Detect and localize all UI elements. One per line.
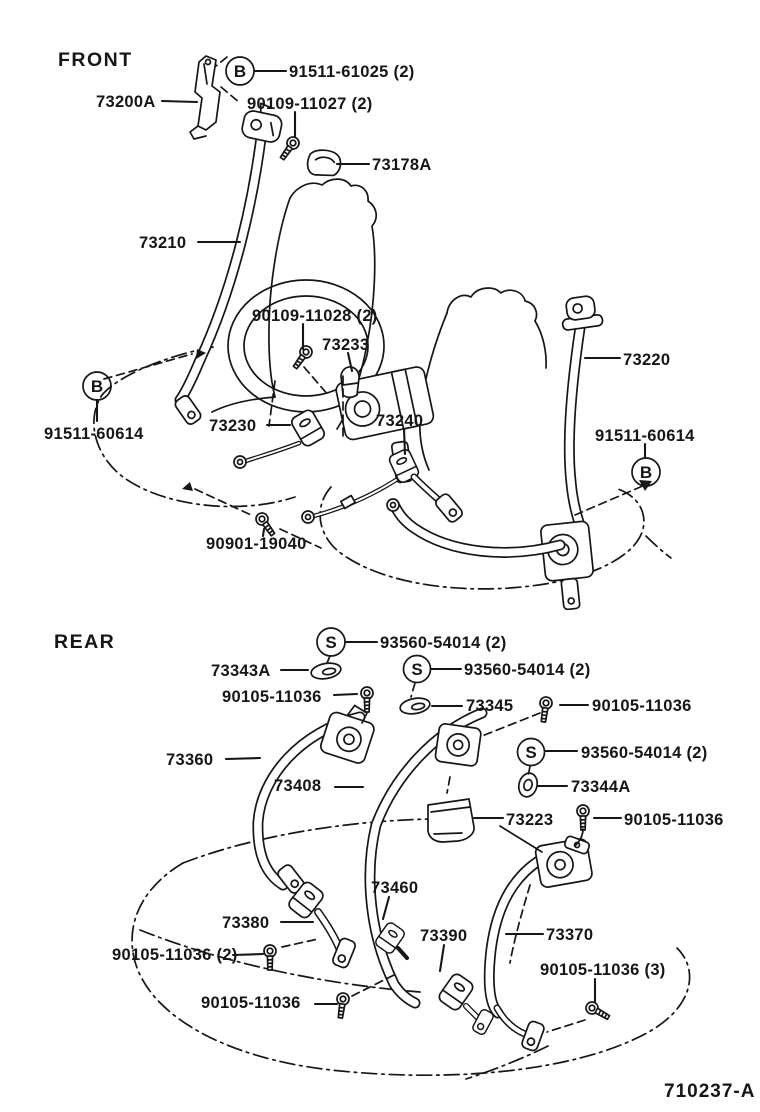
part-73178A-drawing — [306, 149, 342, 177]
part-73220-belt-drawing — [386, 295, 604, 611]
part-label-73380: 73380 — [222, 914, 269, 932]
part-73200A-drawing — [189, 55, 221, 140]
marker-circle-s1 — [316, 627, 346, 657]
leader-73233 — [346, 351, 354, 373]
part-label-90105-rear-right: 90105-11036 — [592, 697, 692, 715]
part-label-73344A: 73344A — [571, 778, 631, 796]
part-label-90105-x2: 90105-11036 (2) — [112, 946, 238, 964]
section-title-rear: REAR — [54, 631, 115, 653]
section-title-front: FRONT — [58, 49, 133, 71]
part-73460-drawing — [373, 920, 409, 960]
part-73380-drawing — [285, 879, 358, 970]
diagram-art — [82, 55, 691, 1080]
bolt-90105-11036-rear-right — [536, 695, 554, 724]
marker-circle-b2 — [82, 371, 112, 401]
part-73233-drawing — [340, 366, 360, 399]
part-label-91511-60614-right: 91511-60614 — [595, 427, 695, 445]
part-73210-belt-drawing — [174, 124, 385, 413]
part-label-73390: 73390 — [420, 927, 467, 945]
part-label-73370: 73370 — [546, 926, 593, 944]
part-label-73233: 73233 — [322, 336, 369, 354]
leader-73460 — [381, 895, 391, 921]
bolt-90105-11036-x3 — [582, 998, 613, 1024]
part-73344A-drawing — [517, 772, 539, 798]
marker-letter-s3: S — [525, 743, 536, 762]
part-label-73345: 73345 — [466, 697, 513, 715]
part-label-73343A: 73343A — [211, 662, 271, 680]
leader-73390 — [438, 943, 446, 973]
part-label-73210: 73210 — [139, 234, 186, 252]
part-73360-belt-drawing — [252, 704, 375, 896]
marker-circle-b3 — [631, 457, 661, 487]
part-73408-belt-drawing — [364, 707, 488, 1009]
leader-90105-x2 — [231, 952, 265, 957]
bolt-90105-11036-rear-left — [360, 686, 374, 713]
part-label-90901-19040: 90901-19040 — [206, 535, 307, 553]
leader-73360 — [224, 756, 262, 761]
part-73240-drawing — [301, 447, 465, 525]
connector-lines — [361, 712, 584, 853]
part-73230-drawing — [233, 366, 435, 484]
diagram-labels: FRONT REAR B B B S S S 91511-61025 (2) 7… — [44, 49, 755, 1102]
leader-73240 — [402, 427, 407, 456]
marker-letter-b3: B — [640, 463, 652, 482]
drawing-number: 710237-A — [664, 1081, 755, 1102]
part-label-73230: 73230 — [209, 417, 256, 435]
bolt-90105-11036-bottom — [333, 991, 351, 1020]
shoulder-anchor-drawing — [241, 102, 283, 143]
part-label-91511-61025: 91511-61025 (2) — [289, 63, 415, 81]
part-label-90109-11027: 90109-11027 (2) — [247, 95, 373, 113]
marker-letter-b2: B — [91, 377, 103, 396]
part-label-73223: 73223 — [506, 811, 553, 829]
leader-90105-rear-left — [332, 692, 359, 697]
part-label-90109-11028: 90109-11028 (2) — [252, 307, 378, 325]
part-73345-drawing — [399, 697, 431, 715]
bench-edge-tail — [465, 1045, 549, 1080]
part-label-90105-bottom: 90105-11036 — [201, 994, 301, 1012]
part-label-90105-mid-right: 90105-11036 — [624, 811, 724, 829]
leader-90901-19040 — [261, 527, 266, 538]
bolt-90109-11027 — [276, 133, 303, 163]
part-label-73240: 73240 — [376, 412, 423, 430]
marker-circle-b1 — [225, 56, 255, 86]
marker-letter-s2: S — [411, 660, 422, 679]
marker-circle-s2 — [402, 654, 432, 684]
marker-circle-s3 — [516, 737, 546, 767]
marker-letter-s1: S — [325, 633, 336, 652]
part-73390-drawing — [436, 971, 496, 1037]
part-label-90105-rear-left: 90105-11036 — [222, 688, 322, 706]
part-label-93560-s2: 93560-54014 (2) — [464, 661, 591, 679]
part-label-73220: 73220 — [623, 351, 670, 369]
leader-73200A — [160, 99, 199, 104]
bolt-90105-11036-x2 — [263, 944, 277, 971]
fastener-markers — [82, 56, 661, 767]
leader-lines — [95, 69, 647, 1006]
part-label-73360: 73360 — [166, 751, 213, 769]
part-label-93560-s3: 93560-54014 (2) — [581, 744, 708, 762]
part-label-73178A: 73178A — [372, 156, 432, 174]
part-label-93560-s1: 93560-54014 (2) — [380, 634, 507, 652]
part-label-90105-x3: 90105-11036 (3) — [540, 961, 666, 979]
part-73223-drawing — [427, 798, 475, 843]
bolt-90105-11036-mid-right — [576, 804, 590, 831]
part-label-73200A: 73200A — [96, 93, 156, 111]
part-label-73460: 73460 — [371, 879, 418, 897]
part-label-91511-60614-left: 91511-60614 — [44, 425, 144, 443]
reference-dashed-lines — [103, 56, 646, 1033]
bolt-90901-19040 — [252, 509, 279, 539]
marker-letter-b1: B — [234, 62, 246, 81]
part-73343A-drawing — [310, 662, 342, 680]
part-label-73408: 73408 — [274, 777, 321, 795]
